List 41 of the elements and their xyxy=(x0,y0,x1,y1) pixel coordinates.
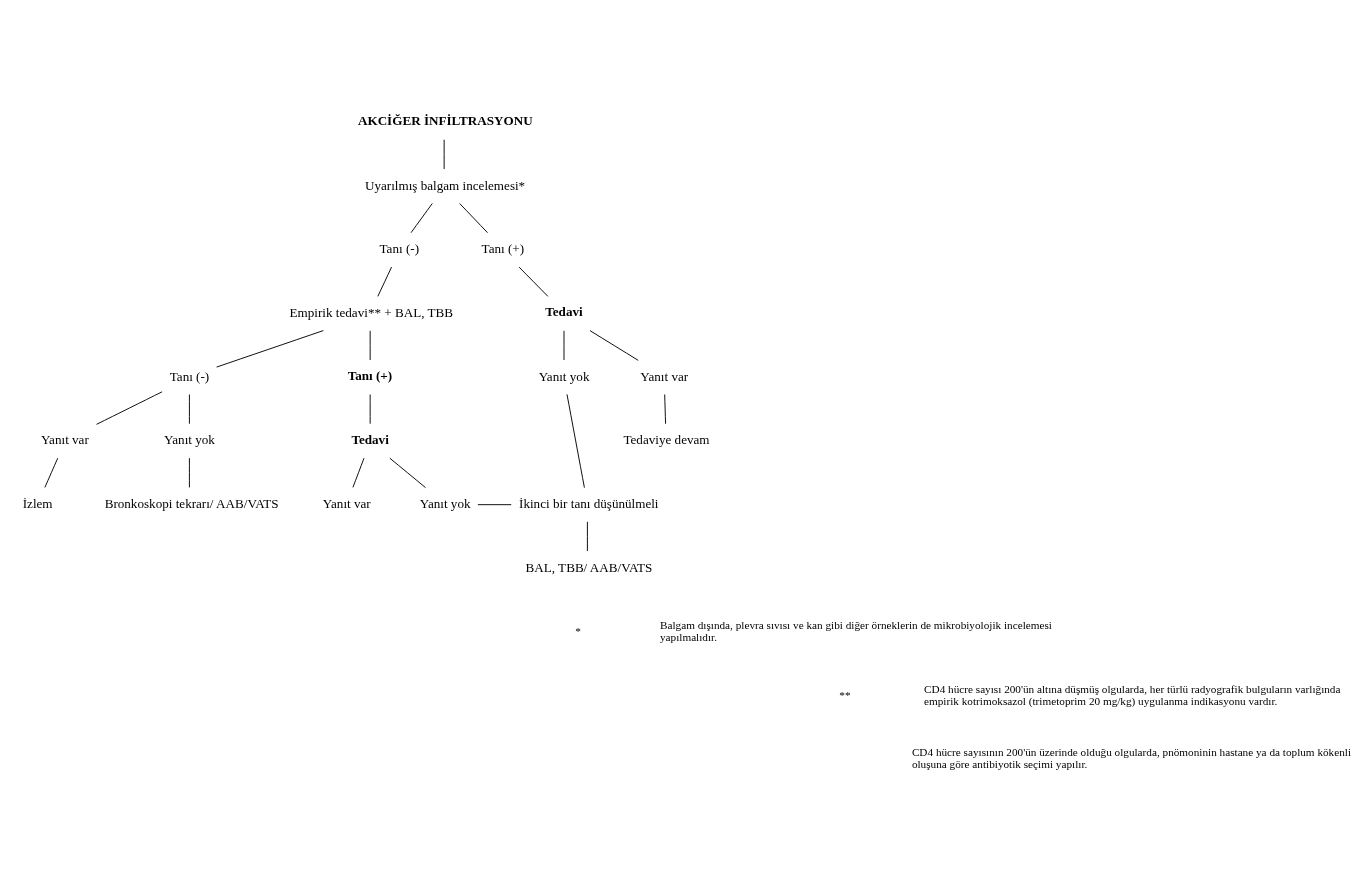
connector xyxy=(188,394,190,425)
label: Balgam dışında, plevra sıvısı ve kan gibi diğer örneklerin de mikrobiyolojik incelemesi yapılmalıdır. xyxy=(659,618,1052,644)
node-text: Bronkoskopi tekrarı/ AAB/VATS xyxy=(104,496,279,512)
node-text: Tanı (-) xyxy=(169,368,210,384)
node-text: Yanıt yok xyxy=(419,496,471,512)
node-text: Tanı (-) xyxy=(379,241,419,257)
label: CD4 hücre sayısının 200'ün üzerinde olduğu olgularda, pnömoninin hastane ya da toplum kökenli oluşuna göre antibiyotik seçimi yapılır. xyxy=(911,746,1352,771)
connector xyxy=(410,203,433,234)
node-text: Yanıt var xyxy=(40,432,89,448)
node-text: İkinci bir tanı düşünülmeli xyxy=(519,496,659,512)
node-text: Tedavi xyxy=(351,431,389,447)
node-text: Tedaviye devam xyxy=(623,432,710,448)
node-text: Yanıt yok xyxy=(164,432,215,448)
node-text: Uyarılmış balgam incelemesi* xyxy=(365,177,526,193)
node-text: Tanı (+) xyxy=(347,367,393,383)
connector xyxy=(188,457,190,488)
connector xyxy=(96,391,163,425)
node-text: Yanıt var xyxy=(322,496,371,512)
connector xyxy=(477,504,512,506)
connector xyxy=(518,266,549,297)
node-text: Yanıt var xyxy=(640,368,689,384)
node-text: İzlem xyxy=(22,496,53,512)
node-text: Tanı (+) xyxy=(481,241,525,257)
connector xyxy=(664,394,667,425)
connector xyxy=(352,457,365,488)
node-text: Yanıt yok xyxy=(538,368,590,384)
connector xyxy=(389,457,426,489)
connector xyxy=(589,330,639,361)
node-text: Tedavi xyxy=(545,304,583,320)
node-text: AKCİĞER İNFİLTRASYONU xyxy=(357,113,533,129)
connector xyxy=(586,521,588,552)
label: CD4 hücre sayısı 200'ün altına düşmüş olgularda, her türlü radyografik bulguların varlığında empirik kotrimoksazol (trimetoprim 20 mg/kg) uygulanma indikasyonu vardır. xyxy=(924,682,1341,707)
connector xyxy=(216,330,324,368)
connector xyxy=(44,457,59,488)
connector xyxy=(459,203,488,234)
connector xyxy=(566,393,585,489)
label: ** xyxy=(839,688,851,701)
label: * xyxy=(575,624,581,637)
connector xyxy=(377,266,393,297)
node-text: BAL, TBB/ AAB/VATS xyxy=(525,559,653,575)
node-text: Empirik tedavi** + BAL, TBB xyxy=(289,305,453,321)
